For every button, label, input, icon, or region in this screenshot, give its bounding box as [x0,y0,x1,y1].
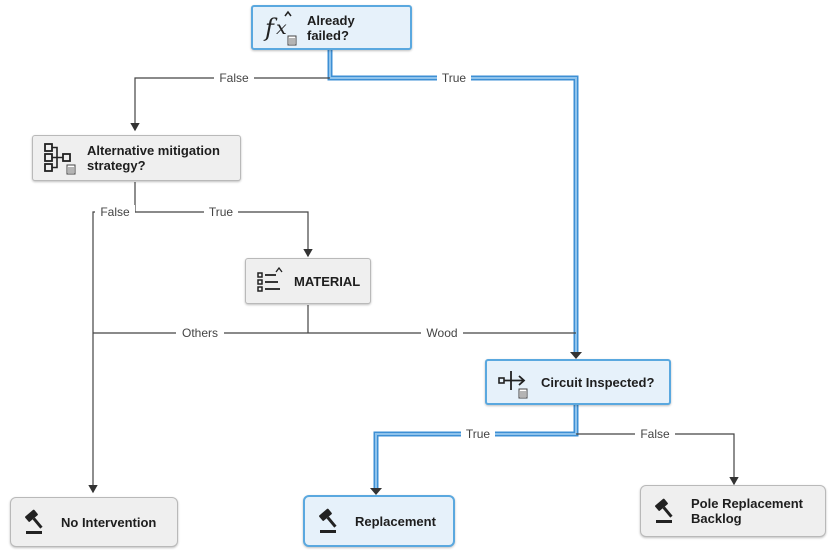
edge-label-true-2: True [209,205,234,219]
function-icon: f x [263,10,297,46]
edge-label-true-3: True [466,427,491,441]
edge-true-2 [135,211,313,258]
node-label: Replacement [355,513,436,529]
split-icon [497,365,531,399]
node-label: Pole Replacement Backlog [691,496,803,526]
edge-false-1 [130,77,330,132]
edge-label-false-3: False [640,427,670,441]
edge-false-2 [88,182,136,494]
node-already-failed[interactable]: f x Already failed? [251,5,412,50]
node-label: No Intervention [61,514,157,530]
edge-label-false-2: False [100,205,130,219]
node-no-intervention[interactable]: No Intervention [10,497,178,547]
edge-false-3 [576,433,739,486]
node-material[interactable]: MATERIAL [245,258,371,304]
node-label: MATERIAL [294,273,361,289]
edge-label-true-1: True [442,71,467,85]
list-icon [256,267,284,295]
node-label: Already failed? [307,12,355,43]
node-label: Circuit Inspected? [541,374,655,390]
hierarchy-icon [43,141,77,175]
edge-label-false-1: False [219,71,249,85]
node-replacement[interactable]: Replacement [303,495,455,547]
gavel-icon [653,497,681,525]
node-pole-replacement-backlog[interactable]: Pole Replacement Backlog [640,485,826,537]
node-circuit-inspected[interactable]: Circuit Inspected? [485,359,671,405]
edge-label-wood: Wood [426,326,457,340]
node-alternative-mitigation[interactable]: Alternative mitigation strategy? [32,135,241,181]
node-label: Alternative mitigation strategy? [87,143,220,173]
edge-label-others: Others [182,326,218,340]
gavel-icon [23,508,51,536]
gavel-icon [317,507,345,535]
svg-text:x: x [276,17,287,39]
